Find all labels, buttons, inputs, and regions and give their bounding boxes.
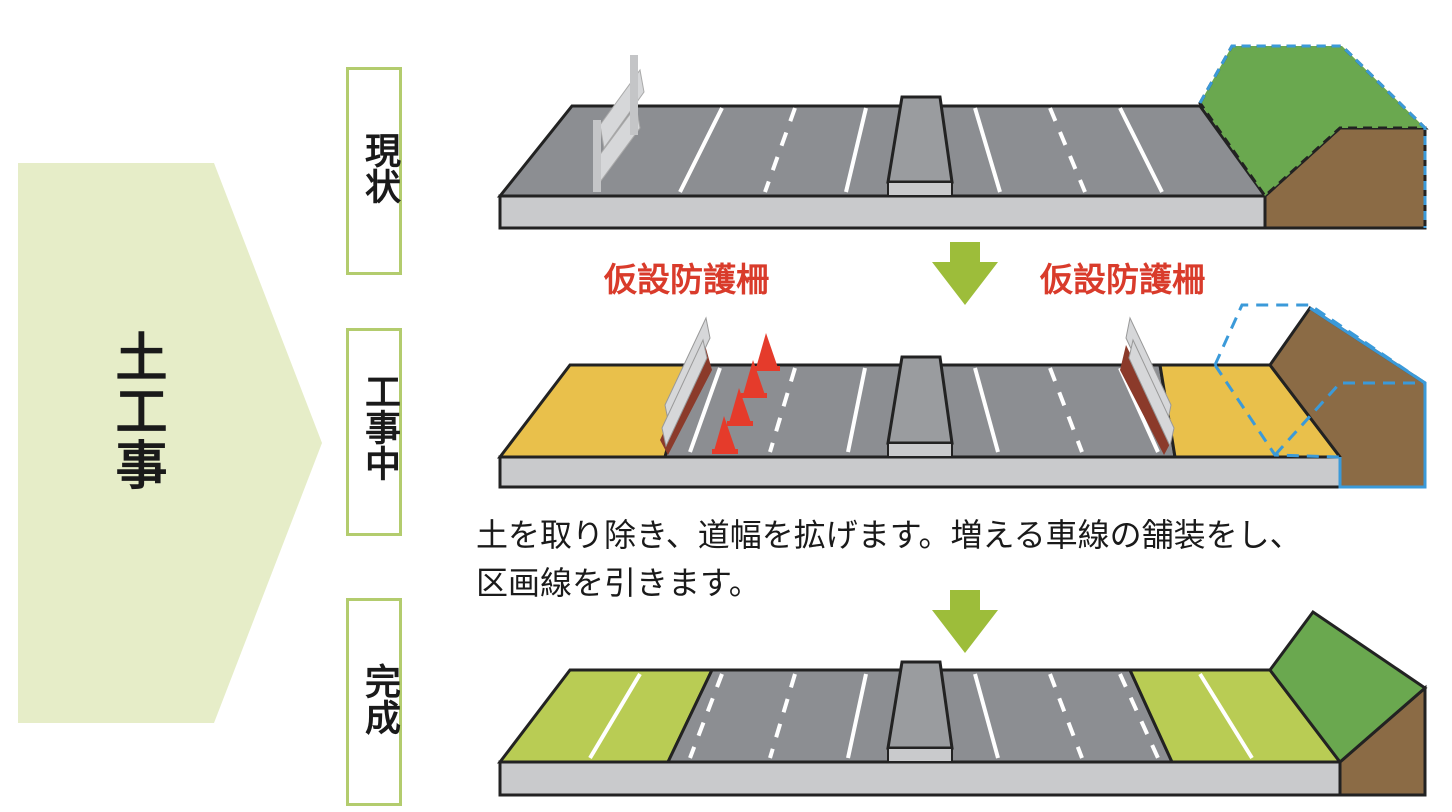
road-construction <box>500 305 1425 487</box>
road-current <box>500 46 1425 228</box>
arrow-down-2 <box>932 590 998 653</box>
arrow-down-1 <box>932 242 998 305</box>
